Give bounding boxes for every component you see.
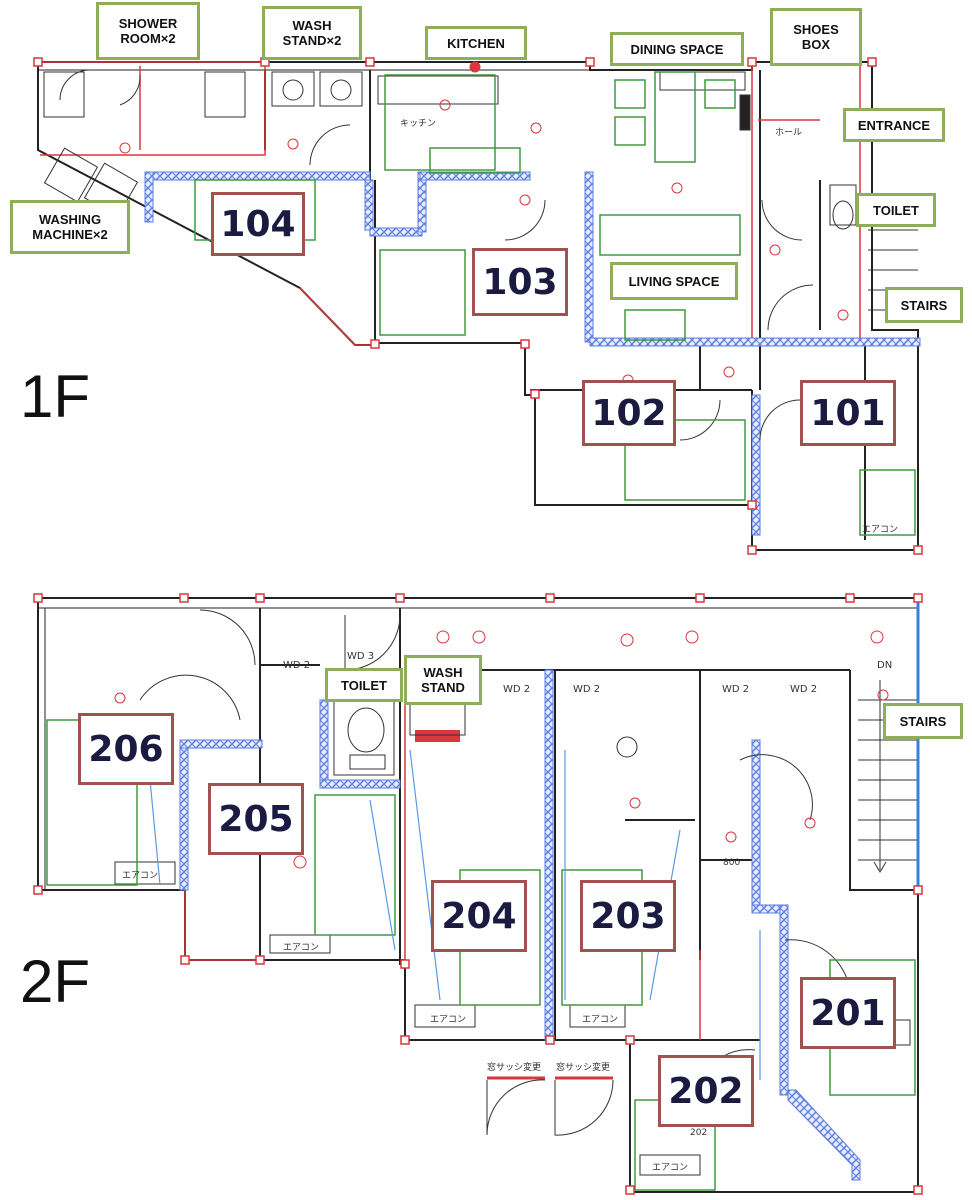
label-entrance: ENTRANCE xyxy=(843,108,945,142)
door-mark-wd2-a: WD 2 xyxy=(283,660,311,671)
aircon-text-3: エアコン xyxy=(283,943,320,953)
label-living-space: LIVING SPACE xyxy=(610,262,738,300)
first-floor-fixture-points xyxy=(119,61,849,386)
room-206[interactable]: 206 xyxy=(78,713,174,785)
room-205[interactable]: 205 xyxy=(208,783,304,855)
aircon-text-2: エアコン xyxy=(122,871,159,881)
room-203[interactable]: 203 xyxy=(580,880,676,952)
label-wash-stand-2f: WASH STAND xyxy=(404,655,482,705)
label-dining-space: DINING SPACE xyxy=(610,32,744,66)
room-202[interactable]: 202 xyxy=(658,1055,754,1127)
second-floor-fixtures xyxy=(114,609,911,1176)
aircon-text-4: エアコン xyxy=(430,1015,467,1025)
first-floor-column-markers xyxy=(33,57,923,555)
room-201[interactable]: 201 xyxy=(800,977,896,1049)
door-mark-wd2-b: WD 2 xyxy=(503,684,531,695)
aircon-text-5: エアコン xyxy=(582,1015,619,1025)
label-toilet-1f: TOILET xyxy=(856,193,936,227)
aircon-text-1: エアコン xyxy=(862,525,899,535)
door-mark-wd2-e: WD 2 xyxy=(790,684,818,695)
room-102[interactable]: 102 xyxy=(582,380,676,446)
sash-change-text-1: 窓サッシ変更 xyxy=(487,1063,542,1073)
label-wash-stand-1f: WASH STAND×2 xyxy=(262,6,362,60)
room-204[interactable]: 204 xyxy=(431,880,527,952)
door-mark-wd2-d: WD 2 xyxy=(722,684,750,695)
room-103[interactable]: 103 xyxy=(472,248,568,316)
label-shower-room: SHOWER ROOM×2 xyxy=(96,2,200,60)
room-101[interactable]: 101 xyxy=(800,380,896,446)
floor-label-1f: 1F xyxy=(20,363,91,430)
first-floor-furniture xyxy=(194,71,916,536)
label-stairs-2f: STAIRS xyxy=(883,703,963,739)
label-washing-machine: WASHING MACHINE×2 xyxy=(10,200,130,254)
dimension-800: 800 xyxy=(723,858,741,868)
aircon-text-6: エアコン xyxy=(652,1163,689,1173)
floor-label-2f: 2F xyxy=(20,948,91,1015)
second-floor-stairs xyxy=(858,598,920,890)
second-floor-partitions xyxy=(179,669,861,1181)
label-stairs-1f: STAIRS xyxy=(885,287,963,323)
hall-jp-text: ホール xyxy=(775,128,803,138)
stairs-dn-text: DN xyxy=(877,660,893,671)
door-mark-wd2-c: WD 2 xyxy=(573,684,601,695)
door-mark-wd3: WD 3 xyxy=(347,651,375,662)
second-floor-fixture-points xyxy=(114,630,889,869)
sash-change-text-2: 窓サッシ変更 xyxy=(556,1063,611,1073)
label-shoes-box: SHOES BOX xyxy=(770,8,862,66)
label-toilet-2f: TOILET xyxy=(325,668,403,702)
second-floor-column-markers xyxy=(33,593,923,1195)
kitchen-jp-text: キッチン xyxy=(400,119,437,129)
label-kitchen: KITCHEN xyxy=(425,26,527,60)
room-202-plan-text: 202 xyxy=(690,1128,708,1138)
room-104[interactable]: 104 xyxy=(211,192,305,256)
